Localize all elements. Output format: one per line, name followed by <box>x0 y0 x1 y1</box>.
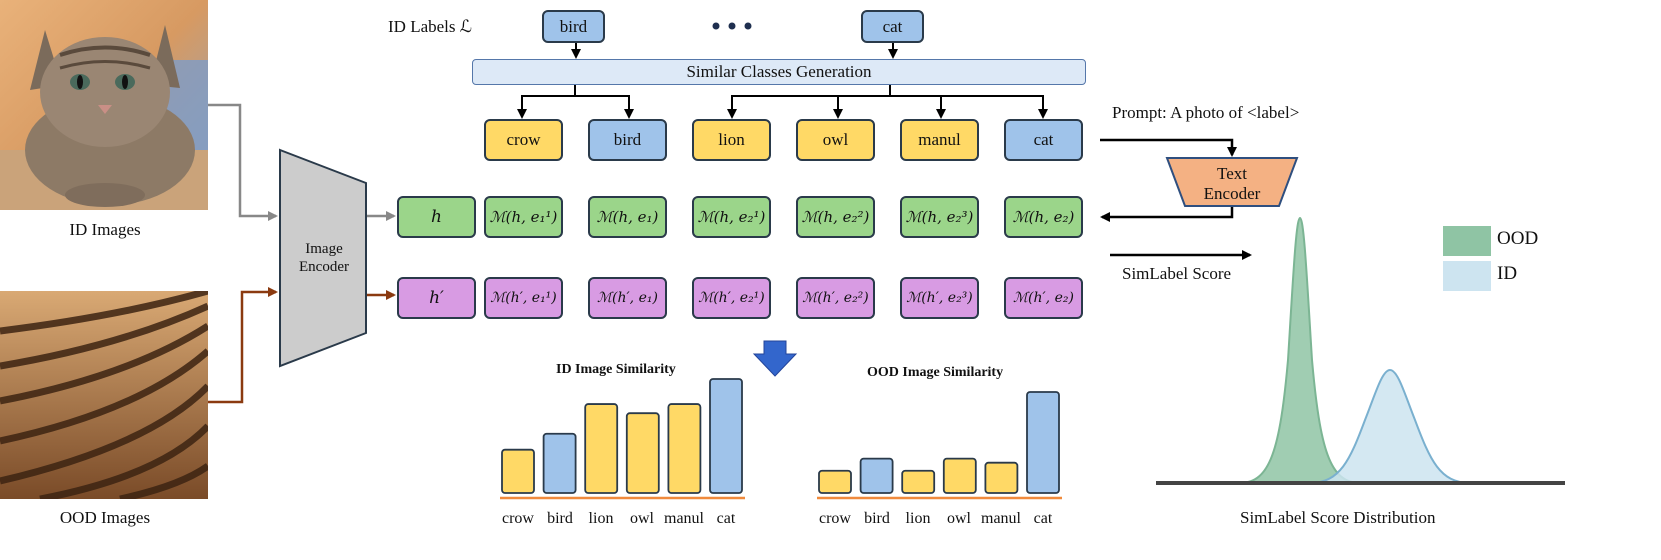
text-encoder-output-arrow <box>1100 207 1234 222</box>
ood-bar-manul <box>984 461 1019 494</box>
id-bar-owl <box>625 412 660 494</box>
image-encoder-shape <box>279 148 367 368</box>
id-distribution-curve <box>1309 368 1471 484</box>
legend-label-ood: OOD <box>1497 228 1539 249</box>
ood-chart-title: OOD Image Similarity <box>867 365 1004 380</box>
class-box-bird: bird <box>588 119 667 161</box>
hprime-score-box: ℳ(h′, e₂³) <box>900 277 979 319</box>
branch-left-2 <box>575 95 634 119</box>
hprime-score-box: ℳ(h′, e₂²) <box>796 277 875 319</box>
h-score-box: ℳ(h, e₂²) <box>796 196 875 238</box>
hprime-score-box: ℳ(h′, e₂) <box>1004 277 1083 319</box>
id-labels-caption: ID Labels ℒ <box>388 17 472 36</box>
id-bar-crow <box>501 448 535 494</box>
ood-bar-bird <box>859 457 894 494</box>
id-image-cat <box>0 0 208 210</box>
ood-bar-cat <box>1026 391 1060 494</box>
big-down-arrow <box>752 340 798 377</box>
id-cat-label: crow <box>502 510 534 527</box>
similar-classes-generation: Similar Classes Generation <box>472 59 1086 85</box>
id-bar-cat <box>709 378 743 494</box>
id-cat-label: cat <box>716 510 736 527</box>
class-box-manul: manul <box>900 119 979 161</box>
h-feature-box: h <box>397 196 476 238</box>
id-cat-label: lion <box>588 510 614 527</box>
class-box-lion: lion <box>692 119 771 161</box>
legend-label-id: ID <box>1497 263 1518 284</box>
score-distribution-plot <box>1156 216 1565 485</box>
ood-images-caption: OOD Images <box>59 508 151 527</box>
h-score-box: ℳ(h, e₁¹) <box>484 196 563 238</box>
ood-cat-label: lion <box>905 510 931 527</box>
branch-left <box>517 85 576 119</box>
text-encoder-label: Text Encoder <box>1203 164 1261 203</box>
ood-bar-owl <box>942 457 977 494</box>
ood-cat-label: owl <box>947 510 971 527</box>
legend-swatch-id <box>1443 261 1491 291</box>
id-bar-lion <box>584 403 619 494</box>
ellipsis-dot <box>712 22 720 30</box>
legend-swatch-ood <box>1443 226 1491 256</box>
id-bar-manul <box>667 403 702 494</box>
ood-cat-label: crow <box>819 510 851 527</box>
ood-cat-label: bird <box>864 510 890 527</box>
simlabel-score-label: SimLabel Score <box>1122 264 1232 283</box>
ood-image-arrow <box>208 287 278 404</box>
distribution-caption: SimLabel Score Distribution <box>1240 508 1436 527</box>
ood-bar-lion <box>901 469 936 494</box>
prompt-text: Prompt: A photo of <label> <box>1112 103 1300 122</box>
class-box-owl: owl <box>796 119 875 161</box>
h-score-box: ℳ(h, e₂³) <box>900 196 979 238</box>
ood-cat-label: cat <box>1033 510 1053 527</box>
ellipsis-dot <box>728 22 736 30</box>
text-encoder-shape <box>1165 157 1299 207</box>
prompt-arrow <box>1100 138 1237 157</box>
image-encoder-label: Image Encoder <box>299 241 349 275</box>
top-label-bird: bird <box>542 10 605 43</box>
branch-right <box>727 85 891 119</box>
class-box-crow: crow <box>484 119 563 161</box>
id-cat-label: bird <box>547 510 573 527</box>
hprime-score-box: ℳ(h′, e₁¹) <box>484 277 563 319</box>
id-cat-label: manul <box>664 510 704 527</box>
id-image-arrow <box>208 103 278 221</box>
h-score-box: ℳ(h, e₂¹) <box>692 196 771 238</box>
id-cat-label: owl <box>630 510 654 527</box>
ood-image-field <box>0 291 208 499</box>
id-bar-bird <box>542 432 577 494</box>
h-score-box: ℳ(h, e₂) <box>1004 196 1083 238</box>
ood-cat-label: manul <box>981 510 1021 527</box>
class-box-cat: cat <box>1004 119 1083 161</box>
top-label-cat: cat <box>861 10 924 43</box>
hprime-score-box: ℳ(h′, e₁) <box>588 277 667 319</box>
id-images-caption: ID Images <box>69 220 141 239</box>
ood-bar-crow <box>818 469 852 494</box>
hprime-feature-box: h′ <box>397 277 476 319</box>
ood-distribution-curve <box>1239 216 1361 484</box>
hprime-score-box: ℳ(h′, e₂¹) <box>692 277 771 319</box>
id-chart-title: ID Image Similarity <box>556 362 676 377</box>
ellipsis-dot <box>744 22 752 30</box>
h-score-box: ℳ(h, e₁) <box>588 196 667 238</box>
